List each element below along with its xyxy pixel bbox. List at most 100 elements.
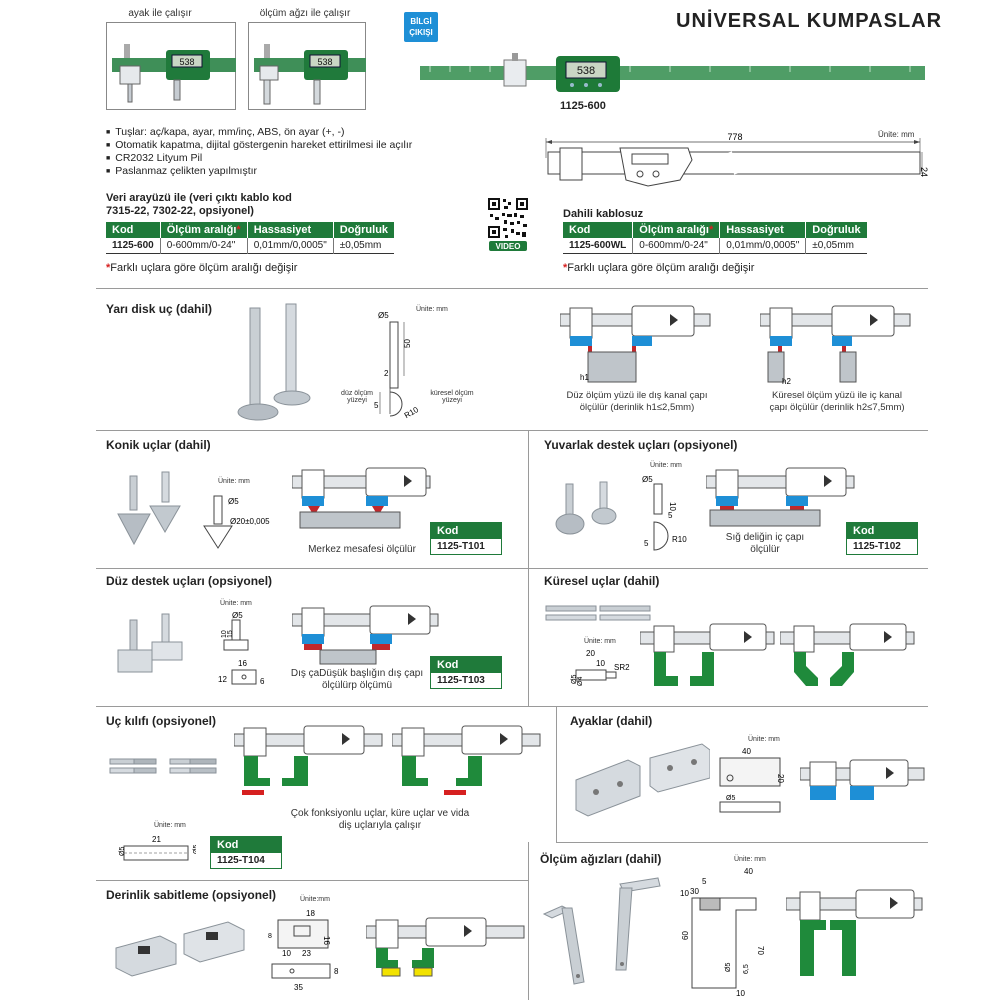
dim: Ø5 (193, 845, 196, 854)
section-title-depth-fix: Derinlik sabitleme (opsiyonel) (106, 888, 277, 902)
round-support-usage (706, 467, 855, 527)
page-title: UNİVERSAL KUMPASLAR (676, 10, 943, 32)
caption-round-support: Sığ deliğin iç çapı ölçülür (725, 532, 805, 555)
spherical-tips-image (545, 605, 651, 621)
feet-image (575, 743, 710, 817)
col-header: Hassasiyet (719, 222, 807, 238)
dimension-unit: Ünite: mm (878, 130, 915, 139)
kod-label: Kod (431, 523, 501, 539)
thumbnail-caliper-jaws: 538 (248, 22, 366, 110)
qr-code-icon: VIDEO (486, 196, 530, 251)
dim: Ø5 (726, 795, 735, 802)
section-title-flat-support: Düz destek uçları (opsiyonel) (106, 574, 273, 588)
col-header: Kod (106, 222, 161, 238)
footnote-right: *Farklı uçlara göre ölçüm aralığı değişi… (563, 262, 755, 274)
half-disc-usage-2: h2 (760, 305, 911, 386)
dim: 10 (668, 502, 677, 511)
dim: 16 (238, 659, 247, 668)
dim: 40 (742, 747, 751, 756)
kod-box: Kod 1125-T102 (846, 522, 918, 555)
dim-length: 778 (727, 132, 742, 142)
conical-tips-image (117, 471, 181, 546)
dim: 12 (218, 675, 227, 684)
dim: 15 (227, 630, 234, 638)
spherical-usage-1 (640, 623, 775, 686)
main-model-label: 1125-600 (560, 100, 606, 112)
unit-label: Ünite: mm (748, 736, 780, 743)
caption-jaws: ölçüm ağzı ile çalışır (259, 8, 351, 19)
kod-label: Kod (847, 523, 917, 539)
dim: 8 (334, 967, 339, 976)
dim: 10 (736, 989, 745, 998)
tip-sleeve-usage-1 (234, 725, 383, 795)
dim: 40 (744, 867, 753, 876)
dim: 60 (681, 931, 690, 940)
thumb-display-1: 538 (179, 57, 194, 67)
dim: 70 (756, 946, 765, 955)
unit-label: Ünite: mm (650, 462, 682, 469)
kod-value: 1125-T102 (847, 539, 917, 554)
feature-list: Tuşlar: aç/kapa, ayar, mm/inç, ABS, ön a… (106, 126, 526, 178)
thumb-display-2: 538 (317, 57, 332, 67)
dim: Ø5 (378, 311, 389, 320)
round-support-drawing: Ø5 10 5 5 R10 (642, 475, 687, 551)
feet-usage (800, 759, 925, 800)
kod-label: Kod (211, 837, 281, 853)
dim: 10 (282, 949, 291, 958)
footnote-text: Farklı uçlara göre ölçüm aralığı değişir (110, 262, 298, 274)
caption-feet: ayak ile çalışır (128, 8, 192, 19)
caption-conical: Merkez mesafesi ölçülür (308, 544, 416, 555)
jaws-image (542, 877, 661, 985)
spherical-drawing: 20 10 SR2 Ø5 Ø4 (571, 649, 630, 686)
kod-label: Kod (431, 657, 501, 673)
dim: 20 (586, 649, 595, 658)
conical-drawing: Ø5 Ø20±0,005 (203, 495, 270, 549)
dim: 50 (403, 339, 412, 348)
kod-value: 1125-T103 (431, 673, 501, 688)
dim: Ø5 (228, 497, 239, 506)
unit-label: Ünite: mm (584, 638, 616, 645)
jaws-drawing: 40 5 30 60 70 Ø5 6,5 10 10 (680, 867, 765, 998)
dim-h1: h1 (580, 373, 589, 382)
divider (528, 568, 529, 706)
label-flat-surface: düz ölçüm yüzeyi (341, 390, 373, 404)
dim: 35 (294, 983, 303, 992)
col-header: Doğruluk (333, 222, 395, 238)
dim: 23 (302, 949, 311, 958)
half-disc-usage-1: h1 (560, 305, 711, 383)
section-title-half-disc: Yarı disk uç (dahil) (106, 302, 213, 316)
feature-item: Paslanmaz çelikten yapılmıştır (106, 165, 526, 178)
unit-label: Ünite: mm (220, 600, 252, 607)
footnote-text: Farklı uçlara göre ölçüm aralığı değişir (567, 262, 755, 274)
cell-range: 0-600mm/0-24" (160, 238, 248, 254)
main-display: 538 (577, 65, 595, 77)
round-support-image (555, 481, 617, 535)
col-header: Kod (563, 222, 634, 238)
section-title-round-support: Yuvarlak destek uçları (opsiyonel) (544, 438, 738, 452)
dim: 5 (668, 511, 673, 520)
cell-range: 0-600mm/0-24" (632, 238, 721, 254)
tip-sleeve-image (109, 758, 217, 774)
section-title-feet: Ayaklar (dahil) (570, 714, 653, 728)
feature-item: Otomatik kapatma, dijital göstergenin ha… (106, 139, 526, 152)
divider (96, 568, 928, 569)
conical-usage (292, 467, 431, 529)
col-header: Hassasiyet (247, 222, 334, 238)
unit-label: Ünite: mm (734, 856, 766, 863)
table-left-title: Veri arayüzü ile (veri çıktı kablo kod 7… (106, 192, 292, 218)
data-output-badge: BİLGİ ÇIKIŞI (404, 12, 438, 42)
half-disc-drawing: Ø5 50 2 5 R10 (374, 311, 420, 420)
dim: SR2 (614, 663, 630, 672)
tip-sleeve-usage-2 (392, 725, 541, 795)
divider (556, 706, 557, 842)
section-title-jaws: Ölçüm ağızları (dahil) (540, 852, 662, 866)
flat-support-drawing: Ø5 10 15 16 12 6 (218, 611, 265, 686)
caption-tip-sleeve: Çok fonksiyonlu uçlar, küre uçlar ve vid… (290, 808, 470, 831)
caliper-dimension-drawing: 778 24 (545, 132, 929, 187)
kod-value: 1125-T101 (431, 539, 501, 554)
table-left-title-line2: 7315-22, 7302-22, opsiyonel) (106, 205, 254, 217)
spherical-usage-2 (780, 623, 915, 686)
dim: 2 (384, 369, 389, 378)
video-label: VIDEO (496, 242, 521, 251)
main-caliper-image: 538 (420, 53, 925, 92)
